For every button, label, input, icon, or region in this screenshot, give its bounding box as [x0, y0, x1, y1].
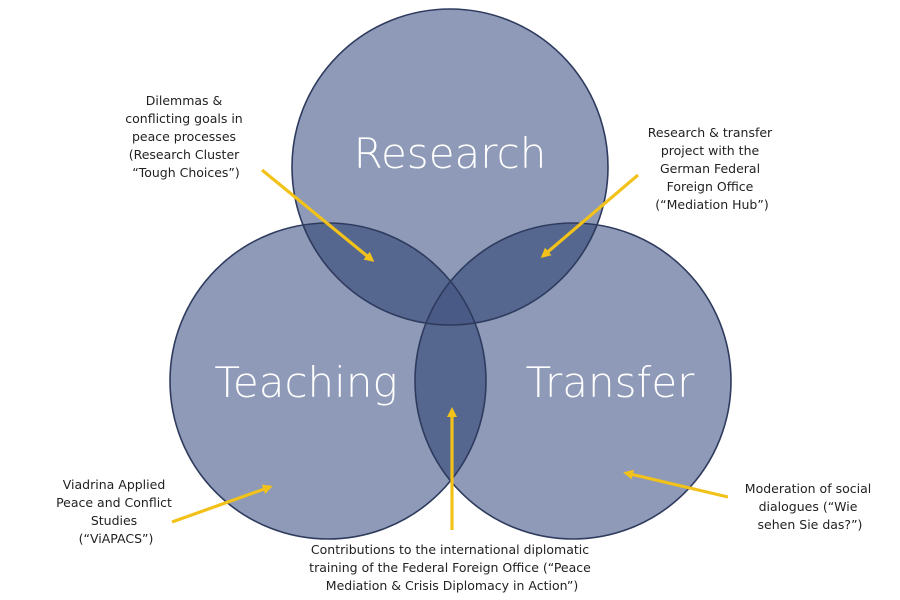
transfer-outline [414, 222, 732, 540]
annotation-line: Dilemmas & [146, 93, 223, 108]
annotation-line: (“Mediation Hub”) [655, 197, 768, 212]
annotation-line: Moderation of social [745, 481, 871, 496]
annotation-line: Mediation & Crisis Diplomacy in Action”) [326, 578, 578, 593]
arrow-viapacs [171, 484, 273, 524]
annotation-dilemmas: Dilemmas & conflicting goals in peace pr… [125, 93, 246, 180]
research-label: Research [354, 129, 547, 178]
annotation-line: Foreign Office [667, 179, 754, 194]
annotation-contributions: Contributions to the international diplo… [309, 542, 595, 593]
annotation-line: German Federal [660, 161, 760, 176]
arrow-dilemmas [260, 168, 375, 262]
overlap-research-transfer [415, 223, 608, 325]
teaching-label: Teaching [214, 358, 397, 407]
annotation-mediation-hub: Research & transfer project with the Ger… [648, 125, 776, 212]
annotation-moderation: Moderation of social dialogues (“Wie seh… [745, 481, 875, 532]
annotation-line: project with the [661, 143, 760, 158]
annotation-line: Peace and Conflict [56, 495, 172, 510]
annotation-line: Research & transfer [648, 125, 773, 140]
arrow-mediation-hub [540, 173, 640, 258]
arrow-moderation [623, 469, 729, 499]
annotation-line: Studies [91, 513, 137, 528]
annotation-line: sehen Sie das?”) [758, 517, 863, 532]
annotation-line: Contributions to the international diplo… [311, 542, 589, 557]
overlap-research-teaching [292, 223, 486, 325]
annotation-line: Viadrina Applied [63, 477, 166, 492]
annotation-viapacs: Viadrina Applied Peace and Conflict Stud… [56, 477, 176, 546]
annotation-line: training of the Federal Foreign Office (… [309, 560, 591, 575]
annotation-line: “Tough Choices”) [132, 165, 240, 180]
transfer-label: Transfer [526, 358, 696, 407]
annotation-line: dialogues (“Wie [759, 499, 858, 514]
research-outline [291, 8, 609, 326]
annotation-line: (Research Cluster [129, 147, 240, 162]
annotation-line: conflicting goals in [125, 111, 242, 126]
annotation-line: peace processes [132, 129, 236, 144]
annotation-line: (“ViAPACS”) [79, 531, 154, 546]
